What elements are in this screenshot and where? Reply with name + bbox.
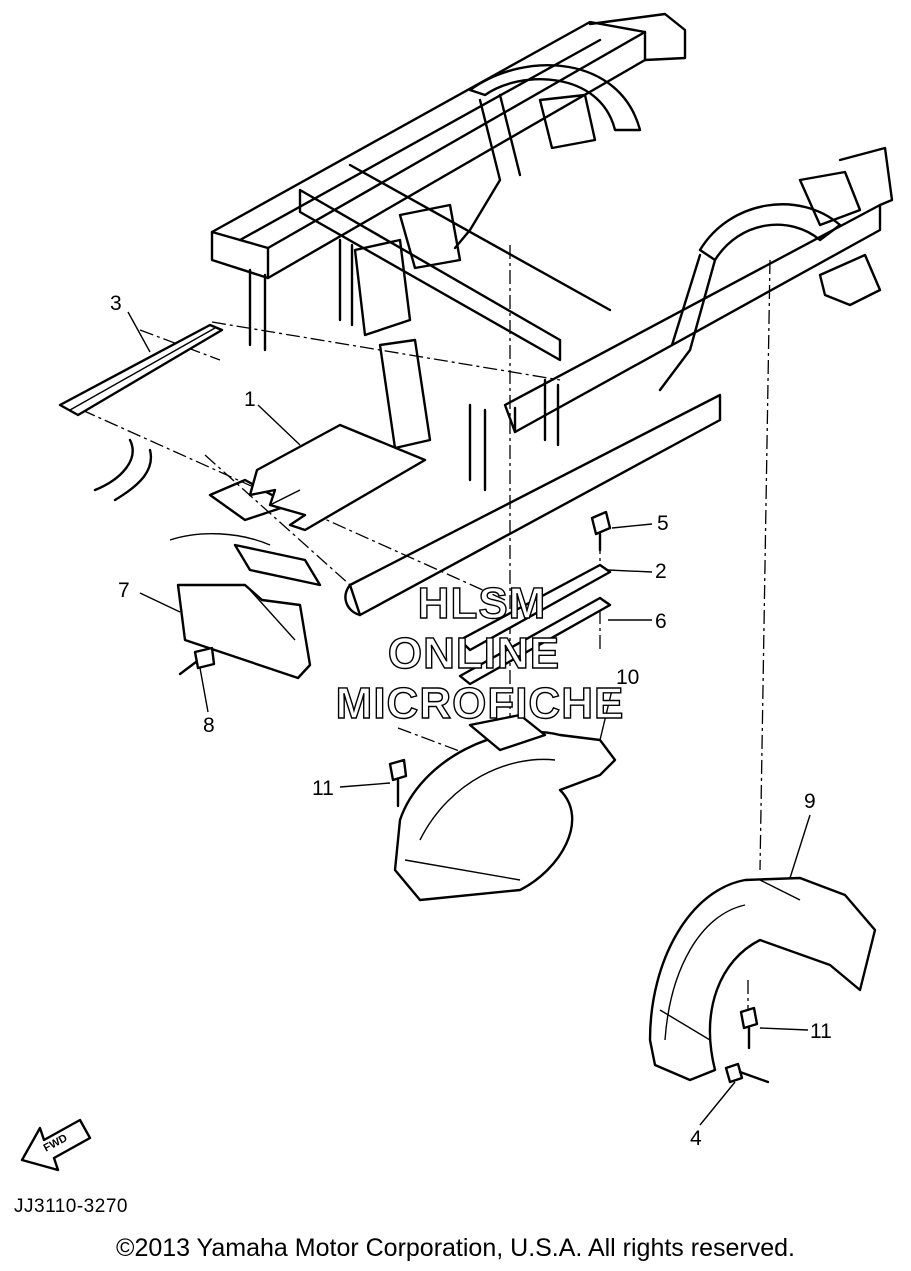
part-8-rivet [178, 646, 216, 676]
callout-2: 2 [655, 560, 667, 583]
callout-6: 6 [655, 610, 667, 633]
part-11-rivet-right [739, 1006, 759, 1050]
watermark: HLSM ONLINE MICROFICHE [335, 578, 625, 728]
diagram-code: JJ3110-3270 [14, 1196, 128, 1217]
part-7-flap [176, 583, 312, 680]
watermark-line-1: HLSM [418, 579, 547, 628]
callout-leaders [127, 311, 811, 1126]
part-1-plate [248, 423, 427, 532]
callout-3: 3 [110, 292, 122, 315]
watermark-line-2: ONLINE [388, 629, 560, 678]
callout-4: 4 [690, 1127, 702, 1150]
callout-11-right: 11 [810, 1020, 832, 1043]
part-5-clip [590, 510, 612, 552]
assembly-leader-lines [81, 245, 771, 1010]
callout-10: 10 [616, 666, 639, 689]
part-10-fender [393, 713, 617, 902]
part-6-strip [458, 596, 612, 686]
callout-11-left: 11 [312, 777, 334, 800]
part-4-rivet [724, 1062, 770, 1084]
fwd-arrow-icon: FWD [20, 1118, 92, 1172]
vehicle-frame [93, 12, 894, 617]
callout-7: 7 [118, 579, 130, 602]
part-2-strip [458, 563, 612, 652]
callout-1: 1 [244, 388, 256, 411]
callout-numbers: 1 2 3 4 5 6 7 8 9 10 11 11 [110, 292, 832, 1150]
callout-8: 8 [203, 714, 215, 737]
callout-9: 9 [804, 790, 816, 813]
part-11-rivet-left [388, 758, 408, 808]
watermark-line-3: MICROFICHE [336, 679, 625, 728]
callout-5: 5 [657, 512, 669, 535]
copyright-notice: ©2013 Yamaha Motor Corporation, U.S.A. A… [116, 1234, 795, 1262]
part-9-fender [648, 876, 877, 1082]
